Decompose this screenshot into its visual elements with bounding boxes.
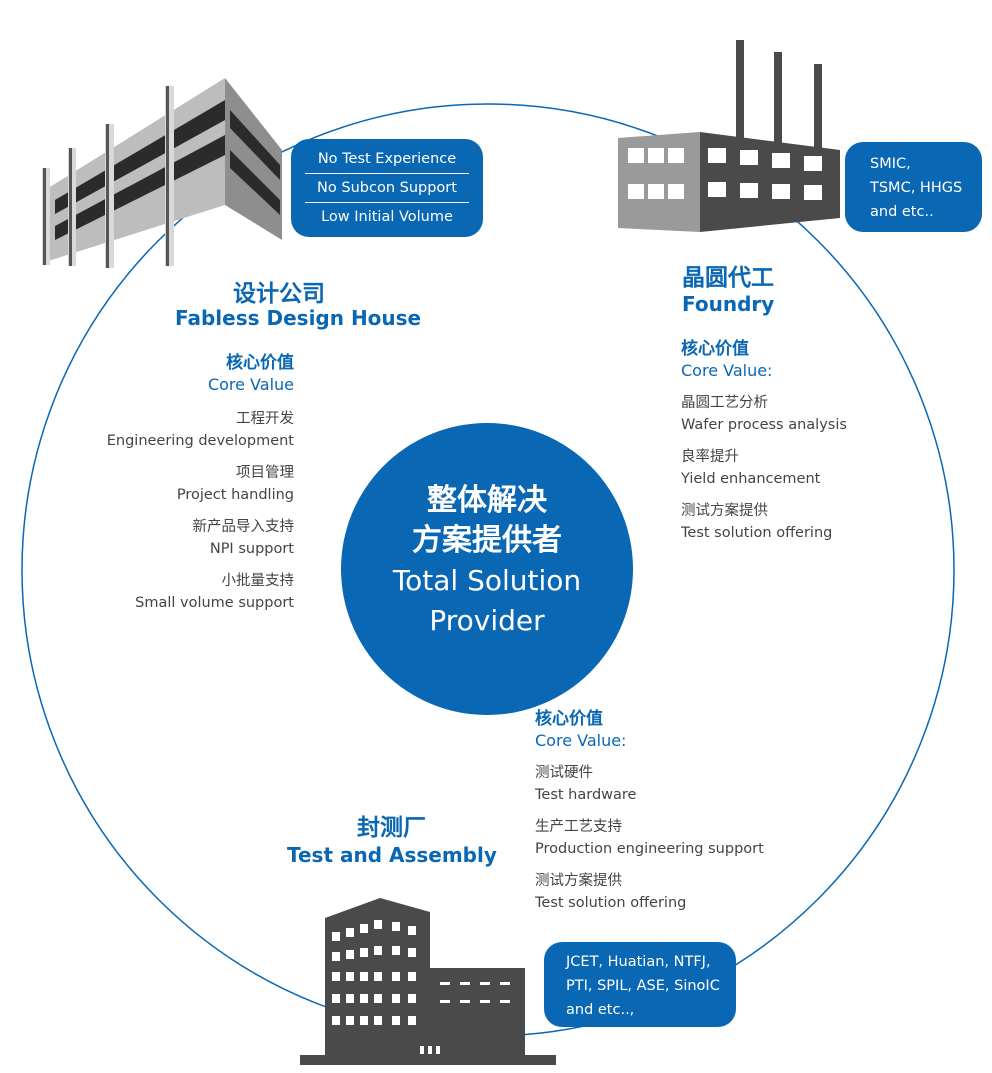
foundry-factory-icon	[618, 40, 840, 232]
assembly-box-line: JCET, Huatian, NTFJ,	[566, 954, 711, 970]
fabless-core-value: 核心价值 Core Value 工程开发 Engineering develop…	[60, 352, 294, 614]
fabless-box-line: No Subcon Support	[305, 173, 469, 202]
assembly-title-cn: 封测厂	[357, 815, 426, 841]
list-item: 测试方案提供 Test solution offering	[681, 503, 833, 541]
foundry-box-line: and etc..	[870, 204, 934, 220]
assembly-partners-box: JCET, Huatian, NTFJ, PTI, SPIL, ASE, Sin…	[544, 942, 736, 1027]
list-item: 新产品导入支持 NPI support	[192, 519, 295, 557]
foundry-title-cn: 晶圆代工	[682, 265, 774, 291]
list-item: 工程开发 Engineering development	[106, 411, 294, 449]
foundry-core-value: 核心价值 Core Value: 晶圆工艺分析 Wafer process an…	[681, 338, 931, 544]
fabless-title-cn: 设计公司	[233, 281, 325, 307]
list-item: 良率提升 Yield enhancement	[681, 449, 821, 487]
center-title-en-1: Total Solution	[392, 564, 582, 597]
assembly-building-icon	[300, 898, 556, 1065]
assembly-box-line: and etc..,	[566, 1002, 635, 1018]
fabless-core-title-cn: 核心价值	[226, 353, 294, 373]
fabless-box-line: No Test Experience	[317, 151, 457, 167]
fabless-core-title-en: Core Value	[207, 375, 294, 394]
fabless-building-icon	[42, 78, 282, 268]
assembly-core-value: 核心价值 Core Value: 测试硬件 Test hardware 生产工艺…	[535, 708, 795, 914]
assembly-core-title-cn: 核心价值	[535, 709, 603, 729]
center-title-en-2: Provider	[429, 604, 545, 637]
assembly-box-line: PTI, SPIL, ASE, SinoIC	[566, 978, 720, 994]
foundry-box-line: SMIC,	[870, 156, 911, 172]
list-item: 测试方案提供 Test solution offering	[535, 873, 687, 911]
foundry-core-title-en: Core Value:	[681, 361, 773, 380]
center-title-cn-2: 方案提供者	[412, 523, 562, 558]
list-item: 生产工艺支持 Production engineering support	[535, 819, 764, 857]
center-title-cn-1: 整体解决	[427, 483, 547, 518]
list-item: 测试硬件 Test hardware	[535, 765, 637, 803]
list-item: 小批量支持 Small volume support	[135, 573, 294, 611]
center-solution-circle: 整体解决 方案提供者 Total Solution Provider	[341, 423, 633, 715]
assembly-core-title-en: Core Value:	[535, 731, 627, 750]
foundry-title-en: Foundry	[682, 292, 775, 316]
fabless-box-line: Low Initial Volume	[305, 202, 469, 231]
foundry-partners-box: SMIC, TSMC, HHGS and etc..	[845, 142, 982, 232]
list-item: 晶圆工艺分析 Wafer process analysis	[681, 395, 847, 433]
foundry-box-line: TSMC, HHGS	[870, 180, 963, 196]
assembly-title-en: Test and Assembly	[287, 843, 497, 867]
fabless-challenges-box: No Test Experience No Subcon Support Low…	[291, 139, 483, 237]
fabless-title-en: Fabless Design House	[175, 306, 422, 330]
foundry-core-title-cn: 核心价值	[681, 339, 749, 359]
list-item: 项目管理 Project handling	[176, 465, 294, 503]
